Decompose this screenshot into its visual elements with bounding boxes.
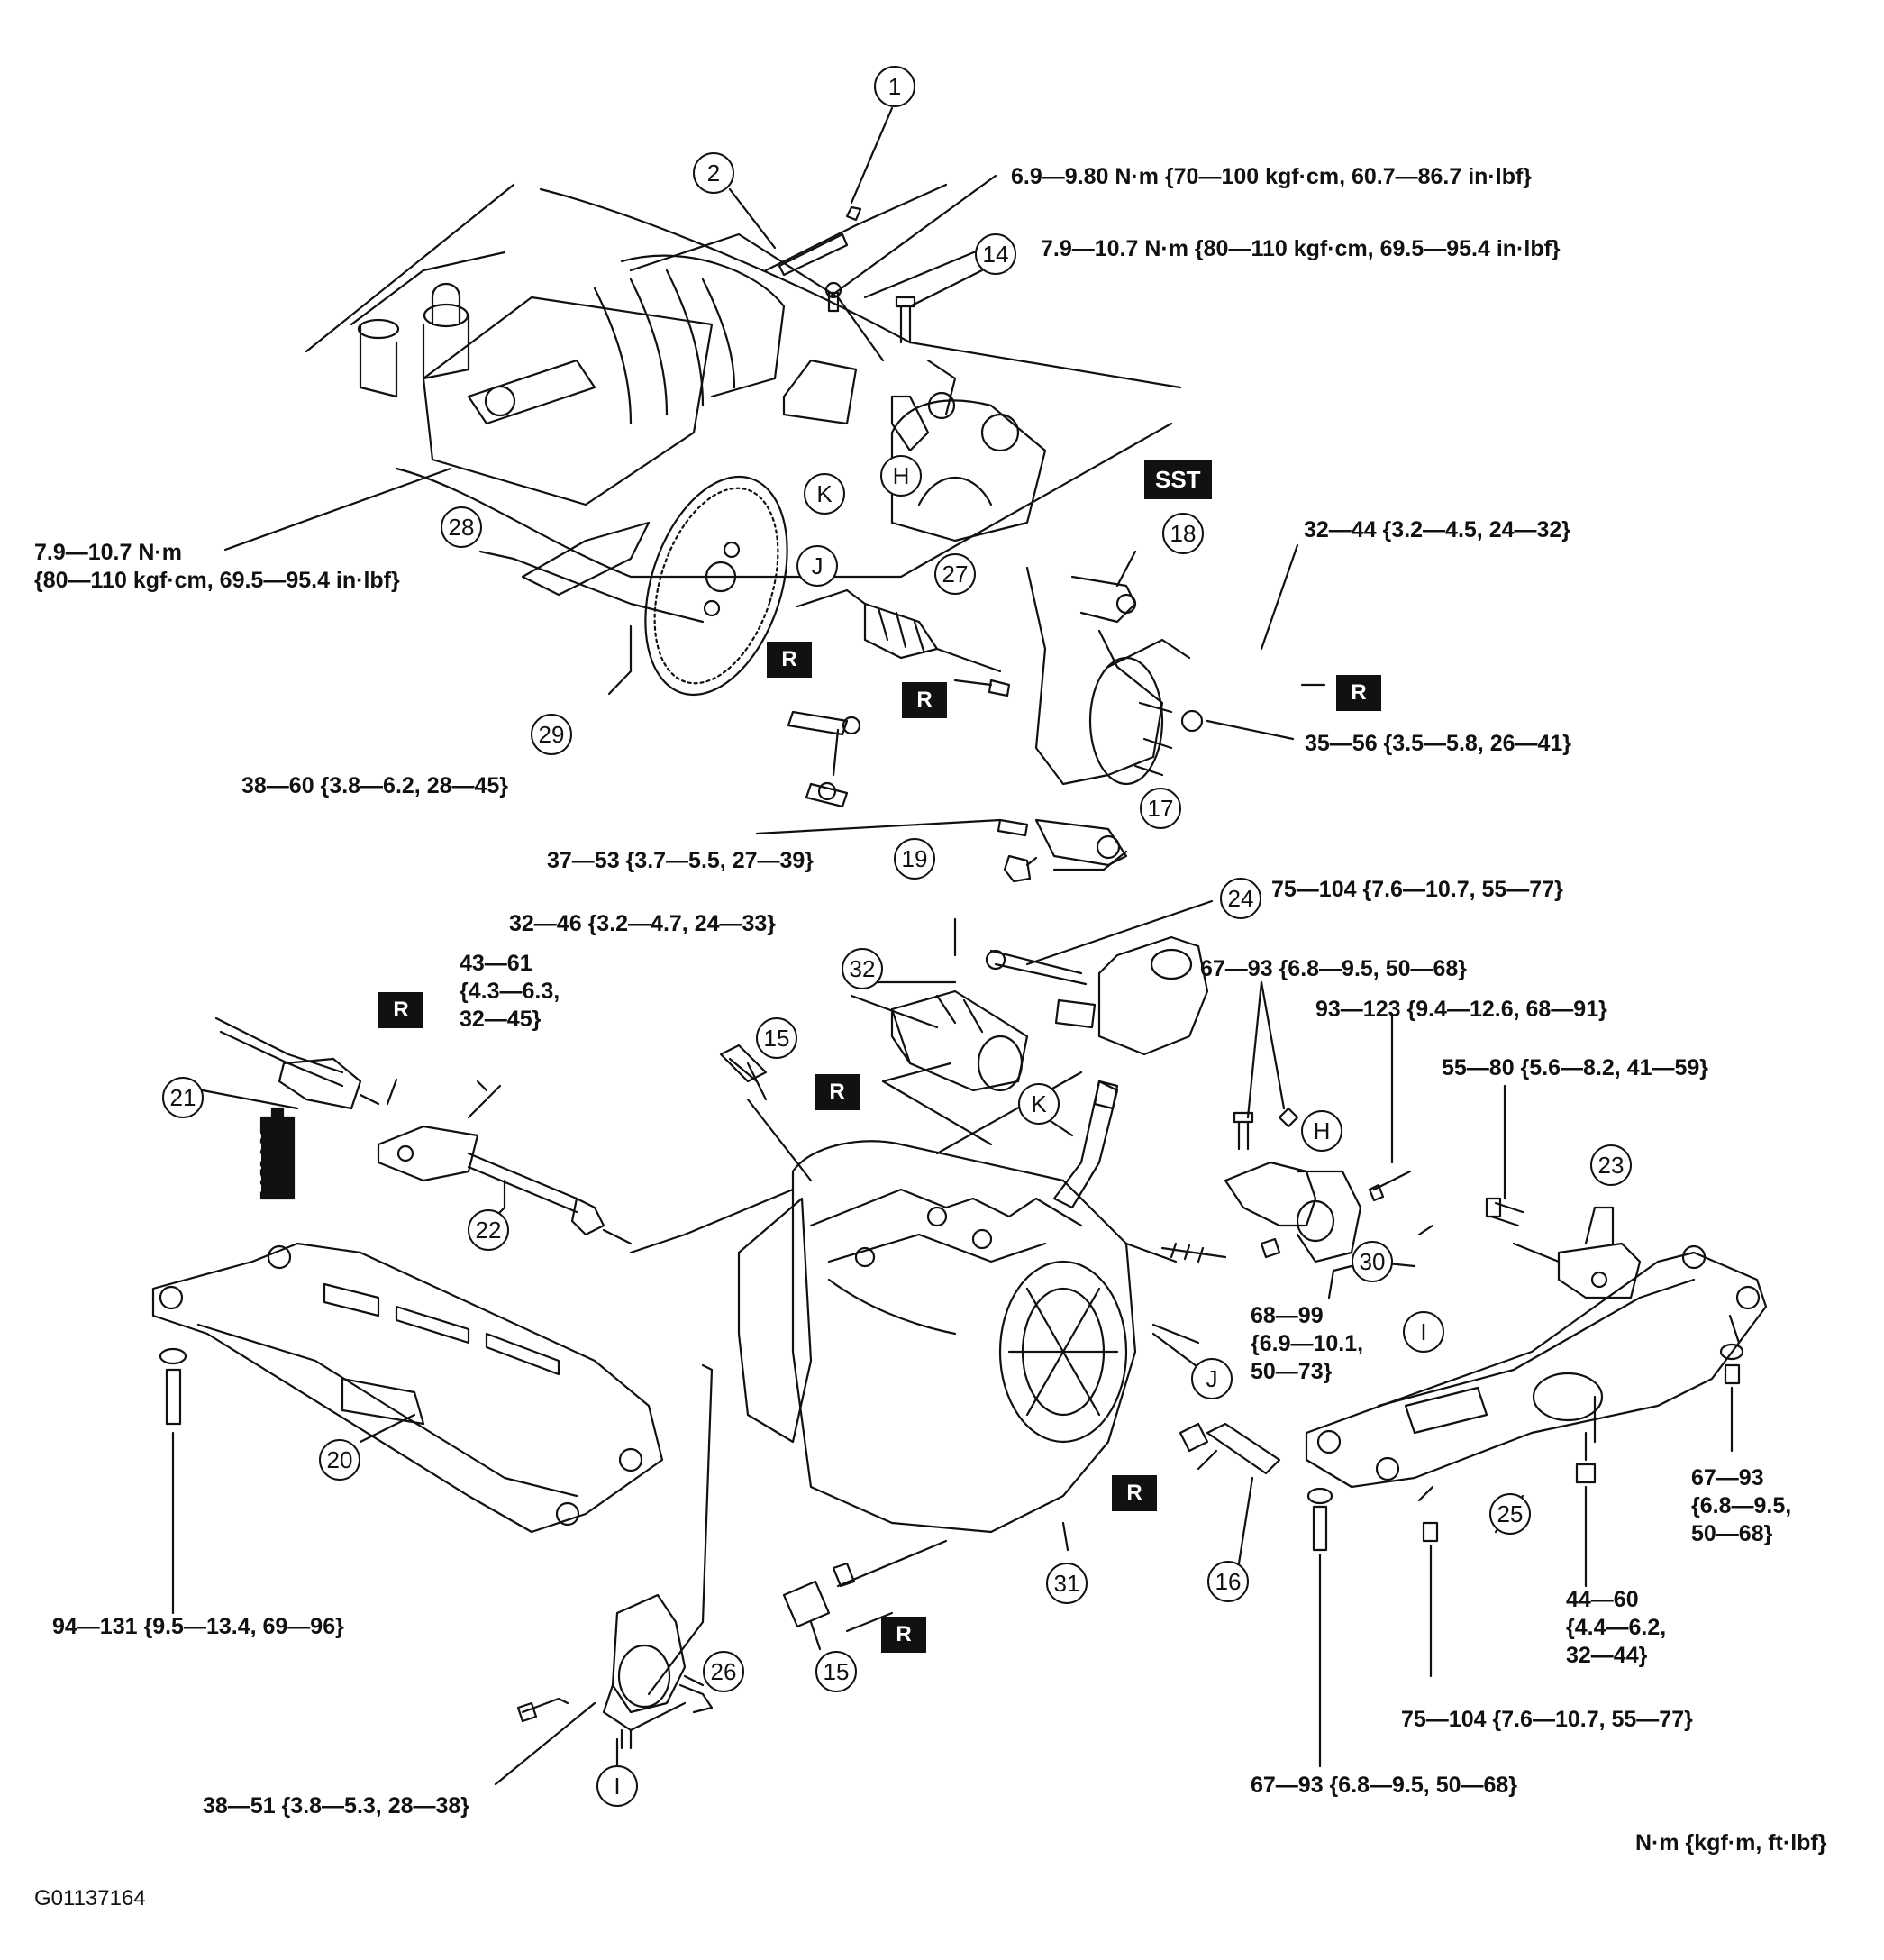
engine-bay-outline — [305, 183, 1182, 579]
sst-tag: SST — [1144, 460, 1212, 499]
callout-j-lower: J — [1191, 1358, 1233, 1399]
drive-plate — [644, 475, 788, 697]
shift-cable — [764, 183, 948, 425]
bracket-28 — [521, 521, 651, 597]
callout-h-lower: H — [1301, 1110, 1342, 1152]
callout-18: 18 — [1162, 513, 1204, 554]
callout-25: 25 — [1489, 1493, 1531, 1535]
mount-30 — [1160, 1107, 1412, 1263]
callout-17: 17 — [1140, 788, 1181, 829]
torque-43-61: 43—61 {4.3—6.3, 32—45} — [460, 951, 560, 1032]
torque-93-123: 93—123 {9.4—12.6, 68—91} — [1315, 997, 1607, 1022]
replace-mark: R — [378, 992, 423, 1028]
torque-75-104-upper: 75—104 {7.6—10.7, 55—77} — [1271, 877, 1563, 902]
callout-j-upper: J — [796, 545, 838, 587]
torque-35-56: 35—56 {3.5—5.8, 26—41} — [1305, 731, 1572, 756]
torque-bracket: 7.9—10.7 N·m {80—110 kgf·cm, 69.5—95.4 i… — [1041, 236, 1561, 261]
torque-67-93-upper: 67—93 {6.8—9.5, 50—68} — [1200, 956, 1468, 981]
callout-27: 27 — [934, 553, 976, 595]
callout-1: 1 — [874, 66, 915, 107]
engine-mount-24 — [953, 917, 1209, 1056]
callout-30: 30 — [1352, 1241, 1393, 1282]
torque-44-60: 44—60 {4.4—6.2, 32—44} — [1566, 1587, 1667, 1668]
leader-lines — [201, 106, 1597, 1786]
callout-29: 29 — [531, 714, 572, 755]
callout-k-lower: K — [1018, 1083, 1060, 1125]
torque-38-60: 38—60 {3.8—6.2, 28—45} — [241, 773, 509, 798]
callout-31: 31 — [1046, 1563, 1088, 1604]
callout-2: 2 — [693, 152, 734, 194]
callout-28: 28 — [441, 506, 482, 548]
torque-left: 7.9—10.7 N·m {80—110 kgf·cm, 69.5—95.4 i… — [34, 540, 400, 593]
starter-motor — [890, 989, 1029, 1092]
intermediate-shaft-22 — [377, 1125, 633, 1245]
torque-67-93-lower: 67—93 {6.8—9.5, 50—68} — [1251, 1773, 1518, 1798]
crossmember-25 — [1305, 1244, 1768, 1768]
torque-68-99: 68—99 {6.9—10.1, 50—73} — [1251, 1303, 1364, 1384]
callout-k-upper: K — [804, 473, 845, 515]
replace-mark: R — [1336, 675, 1381, 711]
callout-15-upper: 15 — [756, 1017, 797, 1059]
transaxle-case — [737, 1080, 1137, 1534]
callout-21: 21 — [162, 1077, 204, 1118]
torque-32-46: 32—46 {3.2—4.7, 24—33} — [509, 911, 777, 936]
replace-mark: R — [767, 642, 812, 678]
upper-housing — [890, 359, 1047, 542]
callout-19: 19 — [894, 838, 935, 880]
bolt-14 — [890, 296, 930, 452]
stabilizer-link — [787, 710, 861, 808]
torque-32-44: 32—44 {3.2—4.5, 24—32} — [1304, 517, 1571, 542]
callout-24: 24 — [1220, 878, 1261, 919]
torque-55-80: 55—80 {5.6—8.2, 41—59} — [1442, 1055, 1709, 1080]
replace-mark: R — [902, 682, 947, 718]
callout-14: 14 — [975, 233, 1016, 275]
crossmember-20 — [151, 1242, 664, 1615]
grease-label: GREASE — [249, 1131, 264, 1194]
callout-22: 22 — [468, 1209, 509, 1251]
units-note: N·m {kgf·m, ft·lbf} — [1635, 1830, 1827, 1855]
callout-i-left: I — [596, 1765, 638, 1807]
mount-26 — [516, 1593, 714, 1750]
engine-block — [357, 254, 786, 506]
callout-23: 23 — [1590, 1144, 1632, 1186]
replace-mark: R — [815, 1074, 860, 1110]
drive-shaft-27 — [863, 602, 1011, 697]
torque-94-131: 94—131 {9.5—13.4, 69—96} — [52, 1614, 344, 1639]
callout-32: 32 — [842, 948, 883, 989]
callout-26: 26 — [703, 1651, 744, 1692]
callout-i-right: I — [1403, 1311, 1444, 1353]
torque-38-51: 38—51 {3.8—5.3, 28—38} — [203, 1793, 470, 1819]
steering-knuckle — [1025, 566, 1204, 786]
torque-37-53: 37—53 {3.7—5.5, 27—39} — [547, 848, 815, 873]
callout-20: 20 — [319, 1439, 360, 1481]
torque-67-93-right: 67—93 {6.8—9.5, 50—68} — [1691, 1465, 1792, 1546]
torque-clip: 6.9—9.80 N·m {70—100 kgf·cm, 60.7—86.7 i… — [1011, 164, 1533, 189]
callout-15-lower: 15 — [815, 1651, 857, 1692]
replace-mark: R — [881, 1617, 926, 1653]
mount-23 — [1485, 1197, 1642, 1299]
drive-shaft-21 — [214, 1016, 380, 1110]
ball-joint — [997, 818, 1128, 883]
grease-tube — [259, 1116, 296, 1200]
replace-mark: R — [1112, 1475, 1157, 1511]
torque-75-104-lower: 75—104 {7.6—10.7, 55—77} — [1401, 1707, 1693, 1732]
callout-16: 16 — [1207, 1561, 1249, 1602]
pipe-15-upper — [719, 1044, 768, 1083]
hose-15-lower — [782, 1562, 856, 1628]
pipe-16 — [1179, 1422, 1281, 1475]
callout-h-upper: H — [880, 455, 922, 497]
figure-id: G01137164 — [34, 1886, 146, 1910]
